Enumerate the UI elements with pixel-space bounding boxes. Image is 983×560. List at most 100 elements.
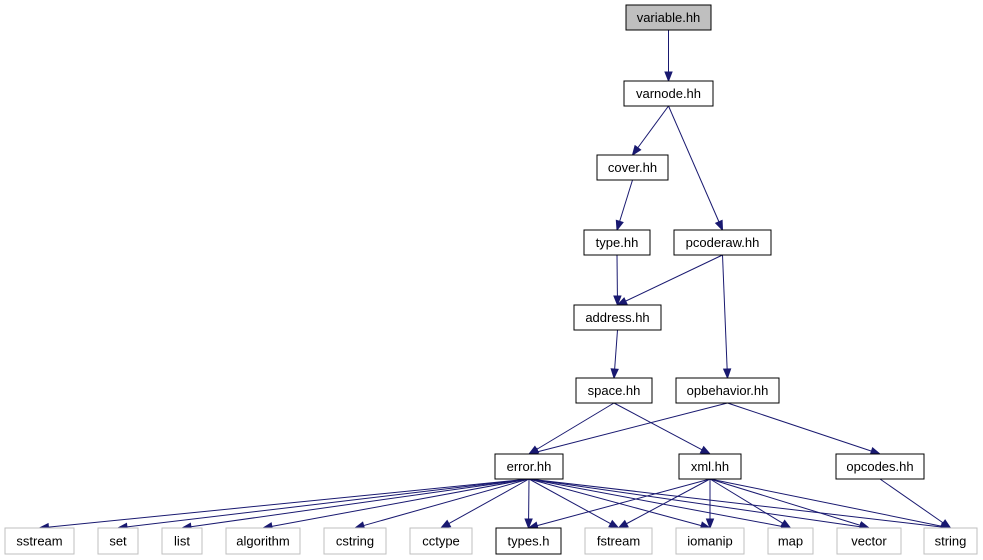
edge-space_hh-to-xml_hh (613, 402, 712, 455)
node-box (4, 527, 75, 555)
node-label: pcoderaw.hh (686, 235, 760, 250)
node-label: varnode.hh (636, 86, 701, 101)
node-box (494, 453, 564, 480)
node-label: iomanip (687, 534, 733, 549)
node-label: opbehavior.hh (687, 383, 769, 398)
edge-arrowhead (524, 518, 533, 530)
edge-space_hh-to-error_hh (527, 402, 615, 455)
edge-varnode_hh-to-cover_hh (631, 105, 669, 157)
edge-line (190, 478, 530, 528)
edge-line (722, 254, 728, 370)
node-label: types.h (508, 534, 550, 549)
node-box (583, 229, 651, 256)
edge-line (536, 402, 615, 450)
edge-line (614, 329, 618, 370)
node-box (625, 4, 712, 31)
edge-line (126, 478, 530, 528)
node-label: vector (851, 534, 887, 549)
node-varnode-hh[interactable]: varnode.hh (623, 80, 714, 107)
edge-cover_hh-to-type_hh (615, 179, 633, 232)
edge-arrowhead (705, 518, 715, 530)
edge-arrowhead (869, 446, 882, 455)
node-label: list (174, 534, 190, 549)
node-label: cstring (336, 534, 374, 549)
node-box (584, 527, 653, 555)
node-label: algorithm (236, 534, 289, 549)
node-label: map (778, 534, 803, 549)
edge-line (528, 478, 782, 527)
node-space-hh[interactable]: space.hh (575, 377, 653, 404)
edge-line (528, 478, 611, 525)
edge-arrowhead (631, 144, 642, 157)
node-box (673, 229, 772, 256)
node-address-hh[interactable]: address.hh (573, 304, 662, 331)
node-label: error.hh (507, 459, 552, 474)
node-box (678, 453, 742, 480)
edge-error_hh-to-set (116, 478, 530, 532)
node-box (675, 527, 745, 555)
nodes-layer: variable.hh varnode.hh cover.hh pcoderaw.hh… (4, 4, 978, 555)
node-types-h[interactable]: types.h (495, 527, 562, 555)
edge-opbehavior_hh-to-opcodes_hh (727, 402, 882, 455)
node-box (623, 80, 714, 107)
node-label: opcodes.hh (846, 459, 913, 474)
edge-pcoderaw_hh-to-opbehavior_hh (722, 254, 732, 380)
edge-error_hh-to-sstream (38, 478, 530, 532)
edge-xml_hh-to-vector (709, 478, 871, 530)
node-box (225, 527, 301, 555)
node-opbehavior-hh[interactable]: opbehavior.hh (675, 377, 780, 404)
node-label: type.hh (596, 235, 639, 250)
edge-varnode_hh-to-pcoderaw_hh (668, 105, 724, 232)
node-fstream: fstream (584, 527, 653, 555)
edge-arrowhead (608, 519, 620, 529)
edges-layer (38, 30, 952, 532)
edge-pcoderaw_hh-to-address_hh (616, 254, 723, 306)
node-error-hh[interactable]: error.hh (494, 453, 564, 480)
edge-xml_hh-to-fstream (617, 478, 711, 529)
node-set: set (97, 527, 139, 555)
edge-line (48, 478, 530, 528)
edge-error_hh-to-cctype (439, 478, 530, 529)
edge-arrowhead (699, 445, 712, 455)
edge-error_hh-to-algorithm (261, 478, 530, 531)
node-sstream: sstream (4, 527, 75, 555)
edge-error_hh-to-types_h (524, 478, 533, 530)
edge-line (613, 402, 703, 451)
edge-line (626, 478, 711, 525)
edge-line (537, 402, 728, 453)
edge-arrowhead (615, 219, 624, 232)
node-xml-hh[interactable]: xml.hh (678, 453, 742, 480)
node-label: variable.hh (637, 10, 701, 25)
edge-arrowhead (780, 519, 792, 529)
node-label: xml.hh (691, 459, 729, 474)
edge-line (528, 478, 702, 527)
node-iomanip: iomanip (675, 527, 745, 555)
node-label: set (109, 534, 127, 549)
edge-arrowhead (722, 368, 732, 380)
node-variable-hh[interactable]: variable.hh (625, 4, 712, 31)
node-map: map (767, 527, 814, 555)
edge-line (879, 478, 944, 524)
edge-line (528, 478, 942, 528)
node-type-hh[interactable]: type.hh (583, 229, 651, 256)
edge-line (528, 478, 861, 528)
node-label: cctype (422, 534, 460, 549)
node-cover-hh[interactable]: cover.hh (596, 154, 669, 181)
node-pcoderaw-hh[interactable]: pcoderaw.hh (673, 229, 772, 256)
node-box (323, 527, 387, 555)
edge-line (668, 105, 720, 222)
node-box (161, 527, 203, 555)
edge-line (619, 179, 633, 222)
edge-line (709, 478, 784, 524)
edge-line (709, 478, 942, 527)
node-cctype: cctype (409, 527, 473, 555)
edge-address_hh-to-space_hh (610, 329, 619, 380)
node-algorithm: algorithm (225, 527, 301, 555)
edge-line (537, 478, 711, 527)
node-box (97, 527, 139, 555)
edge-line (363, 478, 530, 527)
node-opcodes-hh[interactable]: opcodes.hh (835, 453, 925, 480)
edge-error_hh-to-string (528, 478, 952, 532)
node-box (835, 453, 925, 480)
